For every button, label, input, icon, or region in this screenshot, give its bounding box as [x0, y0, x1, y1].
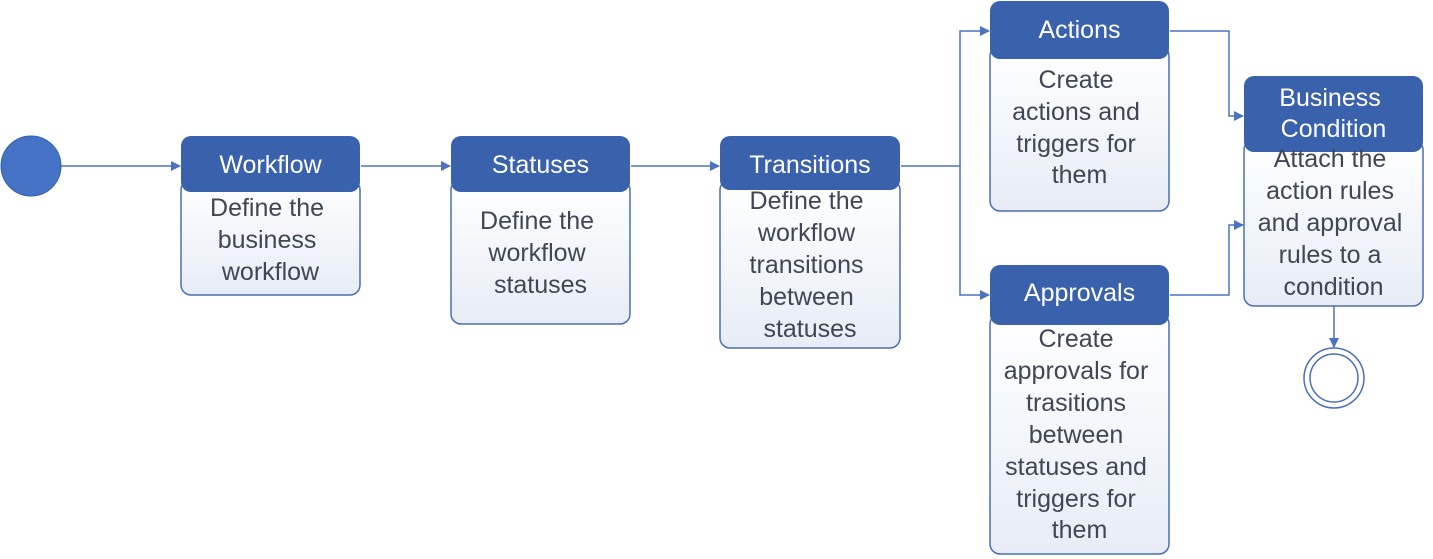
description-line: statuses [494, 271, 587, 299]
node-title: Business Condition [1279, 84, 1387, 143]
start-node [0, 135, 62, 197]
title-line: Workflow [219, 151, 322, 179]
node-title: Statuses [492, 151, 589, 179]
description-line: action rules [1266, 177, 1394, 205]
title-line: Approvals [1024, 279, 1135, 307]
node-actions: Actions Create actions and triggers for … [989, 1, 1170, 212]
node-description: Create approvals for trasitions between … [1004, 325, 1155, 544]
description-line: Define the [480, 207, 594, 235]
node-description: Define the workflow statuses [480, 207, 601, 299]
description-line: between [759, 283, 854, 311]
description-line: workflow [487, 239, 586, 267]
description-line: business [218, 226, 317, 254]
description-line: Create [1039, 66, 1114, 94]
description-line: transitions [750, 251, 864, 279]
node-header [181, 136, 360, 192]
description-line: and approval [1258, 209, 1403, 237]
node-header [1244, 76, 1423, 152]
node-approvals: Approvals Create approvals for trasition… [989, 265, 1170, 555]
node-description: Define the business workflow [210, 194, 331, 286]
connector-actions-to-business-condition [1170, 30, 1244, 121]
description-line: Define the [210, 194, 324, 222]
connectors [61, 26, 1339, 348]
description-line: triggers for [1016, 485, 1135, 513]
description-line: approvals for [1004, 357, 1149, 385]
node-title: Approvals [1024, 279, 1135, 307]
node-transitions: Transitions Define the workflow transiti… [719, 136, 901, 349]
node-description: Attach the action rules and approval rul… [1258, 145, 1410, 301]
node-description: Define the workflow transitions between … [750, 187, 871, 343]
description-line: Create [1039, 325, 1114, 353]
node-business-condition: Business Condition Attach the action rul… [1243, 76, 1424, 307]
title-line: Statuses [492, 151, 589, 179]
description-line: workflow [221, 258, 320, 286]
description-line: rules to a [1279, 241, 1382, 269]
description-line: between [1029, 421, 1124, 449]
title-line: Business [1279, 84, 1380, 112]
description-line: statuses and [1005, 453, 1147, 481]
node-description: Create actions and triggers for them [1012, 66, 1147, 189]
description-line: actions and [1012, 98, 1140, 126]
description-line: Attach the [1274, 145, 1387, 173]
description-line: them [1052, 161, 1108, 189]
end-node [1303, 347, 1365, 409]
node-title: Transitions [749, 151, 870, 179]
description-line: triggers for [1016, 130, 1135, 158]
node-title: Workflow [219, 151, 322, 179]
node-workflow: Workflow Define the business workflow [180, 136, 361, 296]
node-statuses: Statuses Define the workflow statuses [450, 136, 631, 325]
title-line: Condition [1281, 115, 1387, 143]
description-line: Define the [750, 187, 864, 215]
title-line: Transitions [749, 151, 870, 179]
node-header [990, 1, 1169, 59]
description-line: them [1052, 516, 1108, 544]
connector-approvals-to-business-condition [1170, 220, 1244, 296]
connector-transitions-to-actions [901, 26, 990, 167]
node-header [990, 265, 1169, 325]
title-line: Actions [1039, 16, 1121, 44]
connector-transitions-to-approvals [959, 166, 990, 300]
description-line: statuses [763, 315, 856, 343]
description-line: condition [1283, 273, 1383, 301]
description-line: workflow [757, 219, 856, 247]
description-line: trasitions [1026, 389, 1126, 417]
node-header [720, 136, 900, 190]
node-header [451, 136, 630, 192]
node-title: Actions [1039, 16, 1121, 44]
